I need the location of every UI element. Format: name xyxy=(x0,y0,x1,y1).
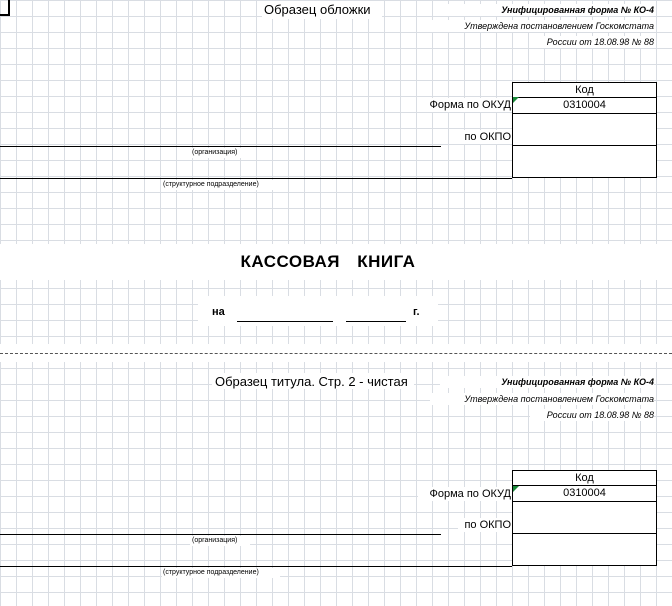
cover-org-line[interactable] xyxy=(0,146,441,147)
on-label: на xyxy=(212,306,225,318)
title-sample-label: Образец титула. Стр. 2 - чистая xyxy=(215,374,408,389)
cover-okud-value[interactable]: 0310004 xyxy=(513,98,656,114)
title-code-box: Код 0310004 xyxy=(512,470,657,566)
title-cell-marker xyxy=(513,486,519,492)
cover-approved-line1: Утверждена постановлением Госкомстата xyxy=(464,21,654,31)
cover-sample-label: Образец обложки xyxy=(264,2,371,17)
cover-okpo-value[interactable] xyxy=(513,114,656,146)
cover-extra-code[interactable] xyxy=(513,146,656,176)
cover-code-box: Код 0310004 xyxy=(512,82,657,178)
book-title: КАССОВАЯ КНИГА xyxy=(240,252,416,271)
cover-okpo-label: по ОКПО xyxy=(464,131,511,143)
year-field[interactable] xyxy=(346,321,406,322)
period-field[interactable] xyxy=(237,321,333,322)
title-org-line[interactable] xyxy=(0,534,441,535)
year-label: г. xyxy=(413,306,420,318)
cover-org-caption: (организация) xyxy=(192,149,238,156)
title-okud-value[interactable]: 0310004 xyxy=(513,486,656,502)
cell-cursor xyxy=(0,0,10,16)
title-unit-line[interactable] xyxy=(0,566,512,567)
title-okud-label: Форма по ОКУД xyxy=(429,488,512,500)
title-form-name: Унифицированная форма № КО-4 xyxy=(501,377,654,387)
title-approved-line2: России от 18.08.98 № 88 xyxy=(546,410,654,420)
section-separator xyxy=(0,353,672,354)
title-approved-line1: Утверждена постановлением Госкомстата xyxy=(464,394,654,404)
cover-approved-line2: России от 18.08.98 № 88 xyxy=(546,37,654,47)
cover-form-name: Унифицированная форма № КО-4 xyxy=(501,5,654,15)
title-org-caption: (организация) xyxy=(192,537,238,544)
title-okpo-label: по ОКПО xyxy=(464,519,511,531)
cover-cell-marker xyxy=(513,97,519,103)
cover-code-header: Код xyxy=(513,83,656,98)
cover-okud-label: Форма по ОКУД xyxy=(429,99,512,111)
title-unit-caption: (структурное подразделение) xyxy=(163,569,259,576)
cover-unit-caption: (структурное подразделение) xyxy=(163,181,259,188)
cover-unit-line[interactable] xyxy=(0,178,512,179)
title-code-header: Код xyxy=(513,471,656,486)
title-extra-code[interactable] xyxy=(513,534,656,564)
title-okpo-value[interactable] xyxy=(513,502,656,534)
